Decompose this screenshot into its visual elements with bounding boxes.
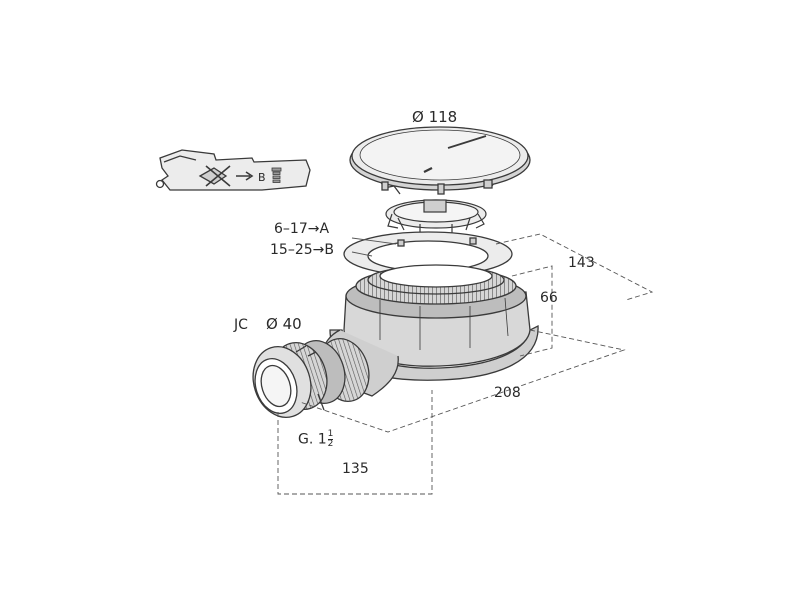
key-tool-letter: B <box>258 171 266 184</box>
thread-fraction-numerator: 1 <box>327 429 334 439</box>
outlet-connector <box>252 338 370 418</box>
leader-lines <box>351 237 397 257</box>
thread-fraction-denominator: 2 <box>327 439 334 449</box>
connector-label: JC <box>234 317 248 333</box>
adjustment-key-icon: B <box>155 149 311 191</box>
range-b-label: 15–25→B <box>270 242 334 258</box>
dimension-lines <box>277 233 654 495</box>
diameter-118-label: Ø 118 <box>412 108 458 126</box>
range-a-label: 6–17→A <box>274 221 330 237</box>
dimension-135-label: 135 <box>342 461 369 477</box>
dimension-208-label: 208 <box>494 385 521 401</box>
dimension-143-label: 143 <box>568 255 595 271</box>
diameter-40-label: Ø 40 <box>266 315 302 333</box>
inner-grate <box>385 199 487 234</box>
screw-icon <box>271 167 282 183</box>
dimension-66-label: 66 <box>540 290 558 306</box>
cover-plate <box>349 126 531 195</box>
thread-size-text: G. 1 <box>298 431 327 448</box>
